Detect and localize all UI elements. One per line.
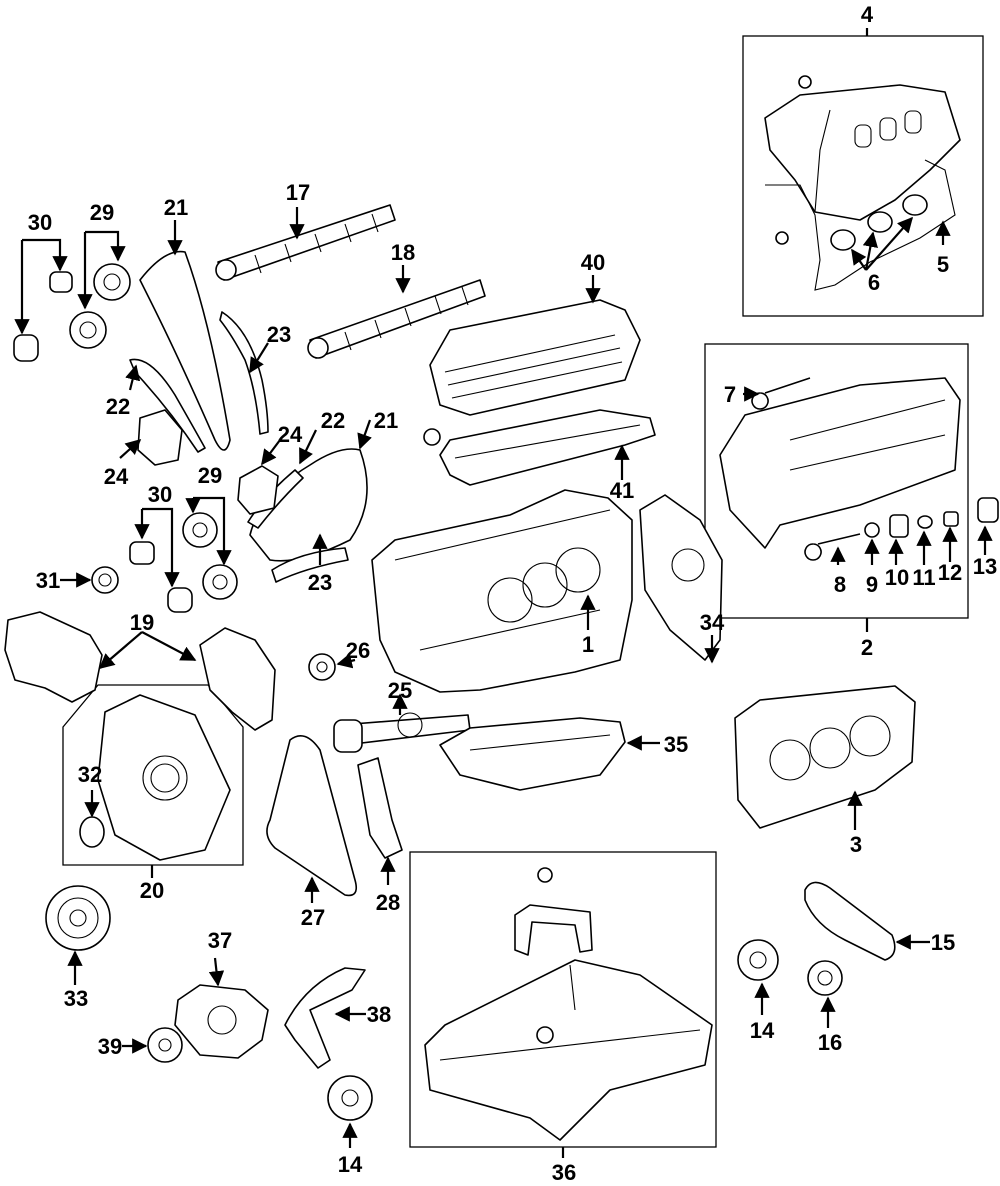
callout-9: 9 [866,572,878,597]
callout-4: 4 [861,2,874,27]
oil-pan [424,867,713,1141]
oil-cooler [423,299,641,446]
crank-pulley [45,885,111,951]
camshaft-lower [307,279,486,359]
rear-cover-plate [639,494,723,661]
callout-18: 18 [391,240,415,265]
callout-30-upper: 30 [28,210,52,235]
callout-12: 12 [938,560,962,585]
callout-25: 25 [388,678,412,703]
gear-31 [91,566,119,594]
callout-31: 31 [36,568,60,593]
callout-33: 33 [64,986,88,1011]
callout-3: 3 [850,832,862,857]
valve-cover [764,75,961,291]
callout-1: 1 [582,632,594,657]
vvt-gears-upper [69,263,131,349]
chain-tensioner-23-left [219,311,269,435]
front-seal [79,816,105,848]
callout-14-right: 14 [750,1018,775,1043]
chain-tensioner-24-right [237,465,279,515]
callout-10: 10 [885,565,909,590]
vvt-solenoids-upper [13,271,73,362]
front-cover-group-box [62,684,244,866]
callout-32: 32 [78,762,102,787]
callout-28: 28 [376,890,400,915]
tube-seals [830,194,928,251]
gear-39 [147,1027,183,1063]
callout-39: 39 [98,1034,122,1059]
valve-seal-9 [864,522,880,538]
callout-24-left: 24 [104,464,129,489]
chain-tensioner-23-right [271,547,349,583]
vvt-gear-14-bottom [327,1075,373,1121]
callout-19: 19 [130,610,154,635]
callout-21-right: 21 [374,408,398,433]
front-cover [97,694,231,861]
callout-40: 40 [581,250,605,275]
valve-spring-10 [889,514,909,538]
callout-14-bottom: 14 [338,1152,363,1177]
callout-16: 16 [818,1030,842,1055]
timing-cover-right [199,627,276,731]
callout-20: 20 [140,878,164,903]
callout-7: 7 [724,382,736,407]
callout-6: 6 [868,270,880,295]
callout-24-right: 24 [278,422,303,447]
callout-23-right: 23 [308,570,332,595]
callout-35: 35 [664,732,688,757]
head-gasket [734,685,916,829]
chain-guide-22-left [129,358,206,453]
water-pump [174,984,269,1059]
crank-gear [308,653,336,681]
callout-labels: 4 5 6 7 8 9 10 11 12 13 2 3 15 14 16 36 … [28,2,997,1185]
leader-lines [14,28,993,1158]
spring-seat-11 [917,515,933,529]
cylinder-head [719,377,961,549]
vvt-gear-16 [807,960,843,996]
oil-pump-assembly [439,717,626,791]
timing-chain-15 [804,881,896,961]
callout-41: 41 [610,478,634,503]
vvt-gears-lower [182,512,238,600]
thermostat-housing [284,967,366,1069]
camshaft-upper [215,204,396,281]
callout-38: 38 [367,1002,391,1027]
vvt-gear-14-right [737,939,779,981]
callout-2: 2 [861,635,873,660]
lifter-13 [977,497,999,523]
oil-cooler-gasket [439,409,656,486]
callout-36: 36 [552,1160,576,1185]
callout-22-left: 22 [106,394,130,419]
drive-belt [266,734,358,897]
tensioner-arm [357,757,403,859]
callout-29-lower: 29 [198,463,222,488]
callout-26: 26 [346,638,370,663]
vvt-solenoids-lower [129,541,193,613]
callout-22-right: 22 [321,408,345,433]
callout-23-left: 23 [267,322,291,347]
valve-cover-group-box [742,35,984,317]
callout-5: 5 [937,252,949,277]
callout-17: 17 [286,180,310,205]
timing-cover-left [4,611,103,703]
callout-11: 11 [912,565,935,590]
callout-15: 15 [931,930,955,955]
retainer-12 [943,511,959,527]
callout-34: 34 [700,610,725,635]
callout-21-left: 21 [164,195,188,220]
callout-13: 13 [973,554,997,579]
timing-chain-left [139,250,231,451]
callout-37: 37 [208,928,232,953]
callout-29-upper: 29 [90,200,114,225]
callout-8: 8 [834,572,846,597]
cylinder-head-group-box [704,343,969,619]
callout-30-lower: 30 [148,482,172,507]
valve-8 [804,533,861,561]
callout-27: 27 [301,905,325,930]
engine-block [371,489,633,693]
